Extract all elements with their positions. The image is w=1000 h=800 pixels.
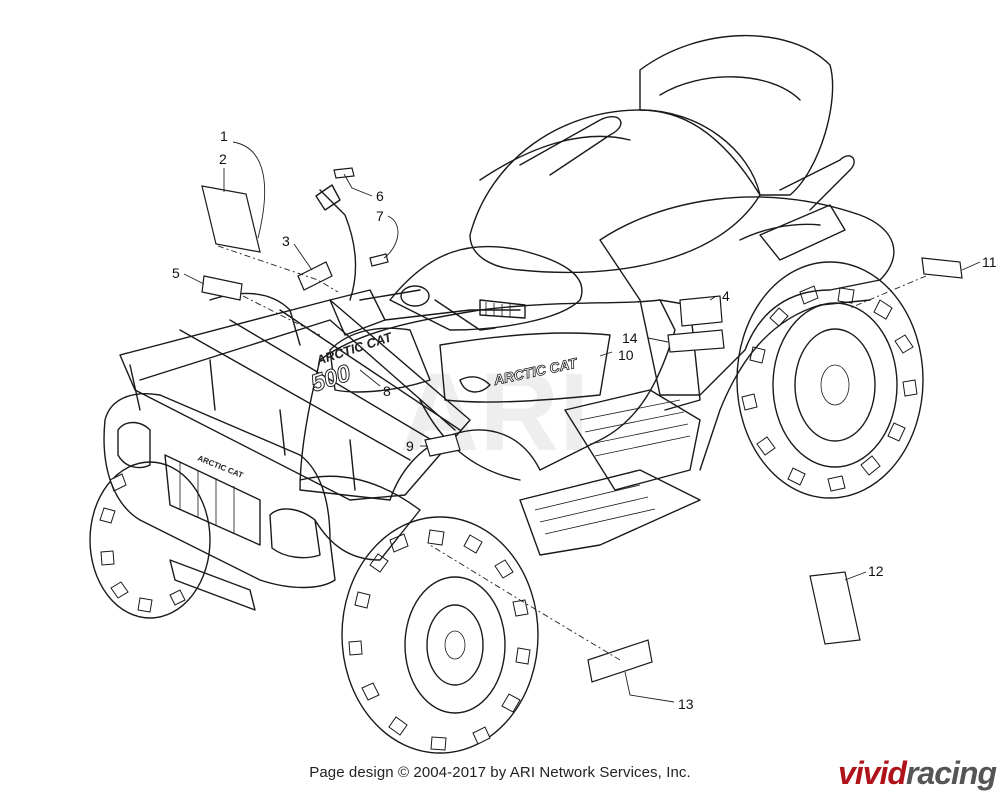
logo-part-vivid: vivid: [838, 755, 907, 791]
callout-6: 6: [376, 188, 384, 204]
grille-brand-decal: ARCTIC CAT: [196, 454, 244, 480]
decal-parts: [201, 167, 963, 683]
callout-12: 12: [868, 563, 884, 579]
callout-2: 2: [219, 151, 227, 167]
decal-11: [921, 257, 963, 279]
decal-6: [333, 167, 355, 179]
callout-3: 3: [282, 233, 290, 249]
callout-4: 4: [722, 288, 730, 304]
copyright-footer: Page design © 2004-2017 by ARI Network S…: [309, 764, 691, 781]
callout-5: 5: [172, 265, 180, 281]
decal-4: [679, 295, 723, 327]
decal-1-2: [201, 185, 261, 253]
footrest: [519, 389, 701, 556]
seat: [389, 34, 834, 331]
callout-1: 1: [220, 128, 228, 144]
decal-12: [809, 571, 861, 645]
logo-part-racing: racing: [905, 755, 997, 791]
decal-13: [587, 639, 653, 683]
callout-13: 13: [678, 696, 694, 712]
callout-14: 14: [622, 330, 638, 346]
leader-lines: [183, 141, 981, 703]
decal-7: [369, 253, 389, 267]
rear-right-wheel: [736, 261, 924, 499]
decal-5: [201, 275, 243, 301]
rear-fender: [599, 155, 895, 471]
handlebars: [315, 184, 526, 336]
callout-11: 11: [982, 254, 997, 270]
decal-9: [424, 433, 461, 457]
callout-7: 7: [376, 208, 384, 224]
callout-10: 10: [618, 347, 634, 363]
callout-8: 8: [383, 383, 391, 399]
front-nose: [103, 393, 421, 611]
callout-numbers: 1 2 3 4 5 6 7 8 9 10 11 12 13 14: [172, 128, 997, 712]
vividracing-logo[interactable]: vividracing: [838, 755, 997, 792]
front-left-wheel: [89, 461, 211, 619]
decal-14: [667, 329, 725, 353]
callout-9: 9: [406, 438, 414, 454]
front-right-wheel: [341, 516, 539, 754]
decal-3: [297, 261, 333, 291]
